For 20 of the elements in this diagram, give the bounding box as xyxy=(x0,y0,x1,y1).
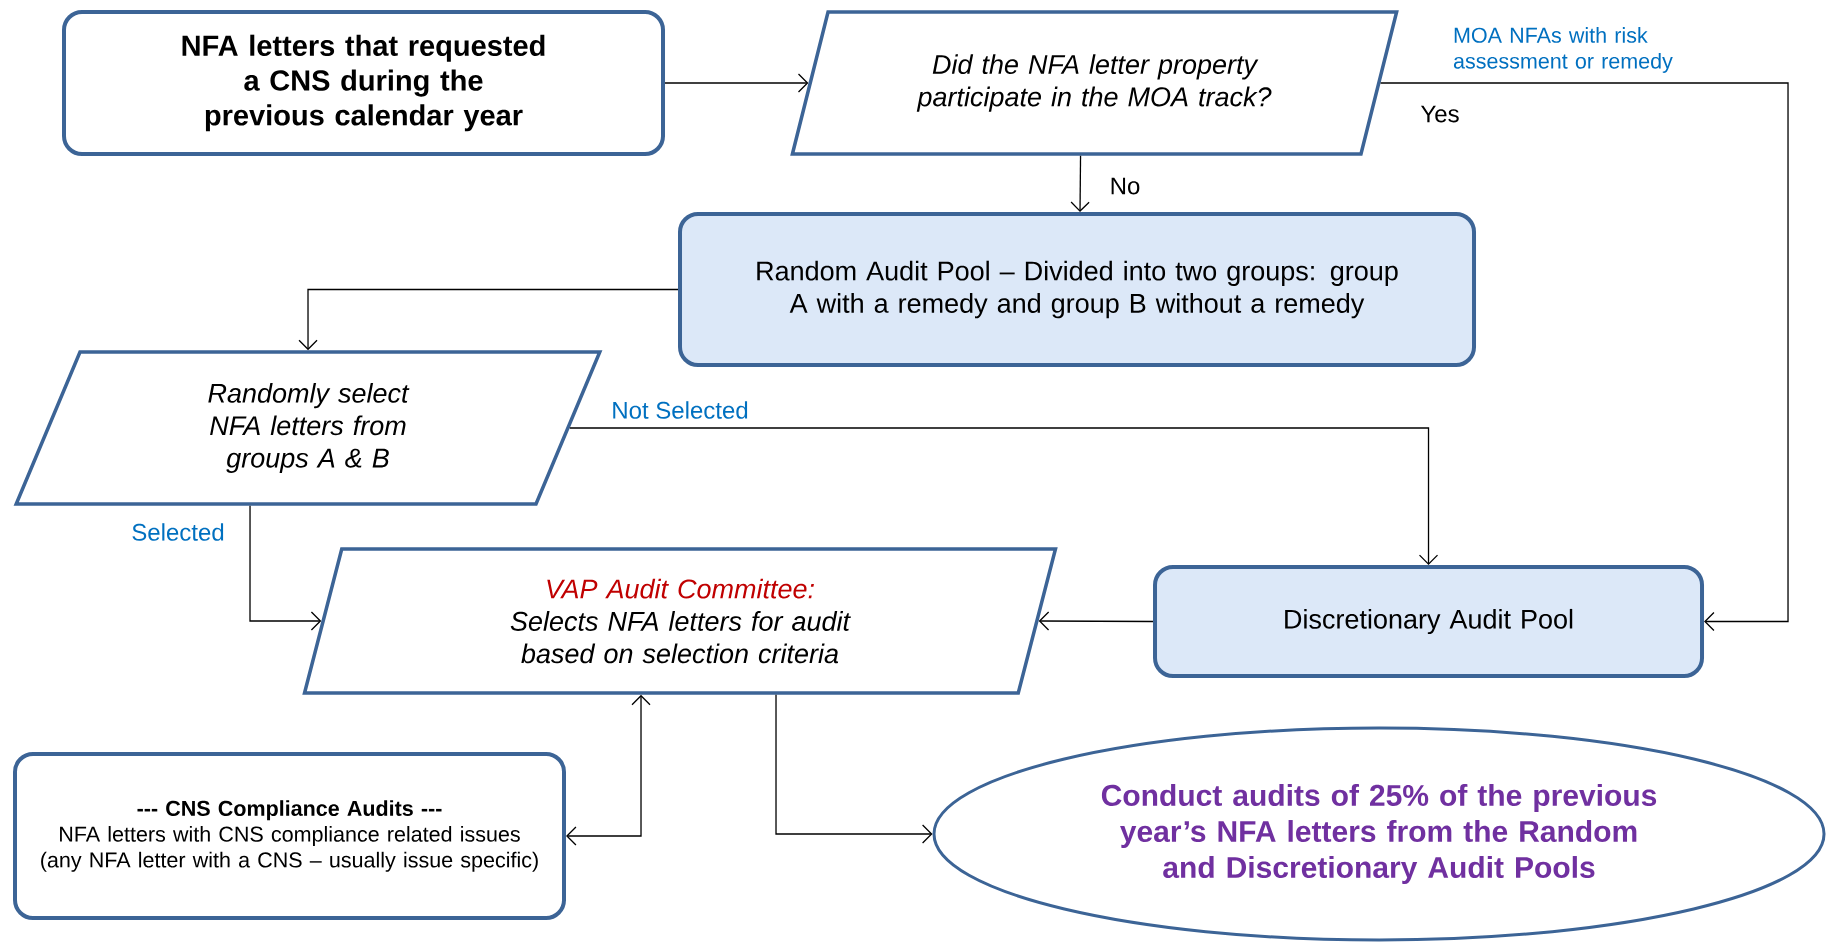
process-box: NFA letters that requested a CNS during the previous calendar year xyxy=(62,10,665,156)
edge-label: No xyxy=(1108,176,1142,196)
decision-parallelogram: Did the NFA letter property participate in the MOA track? xyxy=(790,10,1399,156)
arrow xyxy=(566,694,651,846)
edge-label: Not Selected xyxy=(610,400,750,420)
arrow xyxy=(569,427,1439,565)
arrow xyxy=(775,694,933,844)
pool-box: Random Audit Pool – Divided into two groups: group A with a remedy and group B without a remedy xyxy=(678,212,1476,367)
edge-label: Yes xyxy=(1419,104,1461,124)
arrow xyxy=(1038,611,1154,631)
note-label: MOA NFAs with risk assessment or remedy xyxy=(1453,27,1673,73)
arrow xyxy=(664,73,809,93)
arrow xyxy=(1070,155,1090,212)
arrow xyxy=(1379,82,1789,632)
arrow xyxy=(249,505,322,631)
edge-label: Selected xyxy=(130,522,226,542)
pool-box: Discretionary Audit Pool xyxy=(1153,565,1704,678)
arrow xyxy=(298,288,679,351)
process-box: --- CNS Compliance Audits --- NFA letters with CNS compliance related issues (any NFA letter with a CNS – usually issue specific) xyxy=(13,752,566,920)
process-parallelogram: VAP Audit Committee: Selects NFA letters for audit based on selection criteria xyxy=(302,547,1058,695)
